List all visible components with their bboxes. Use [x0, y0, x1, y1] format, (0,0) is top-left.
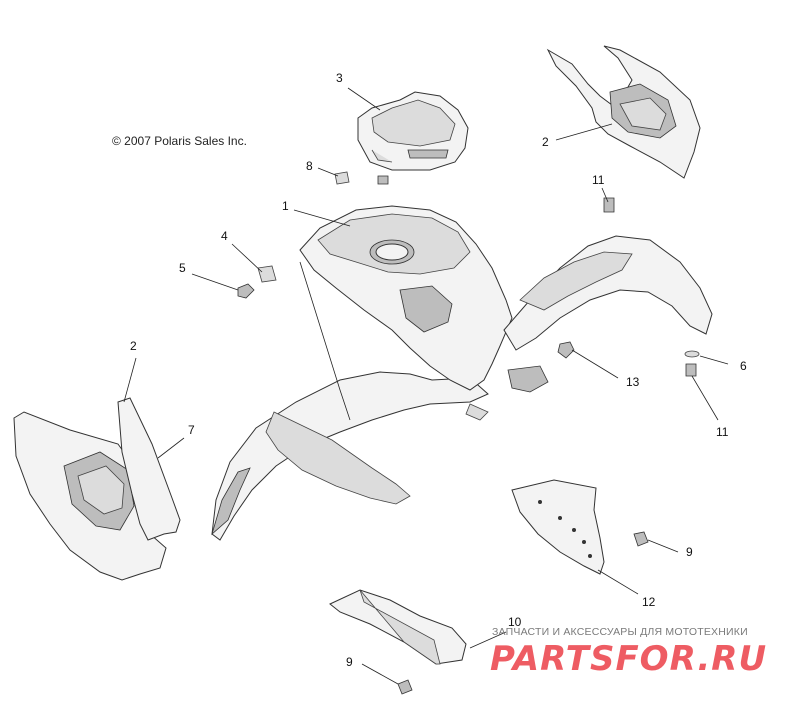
part-3-console-cover	[357, 91, 469, 185]
part-2-left-side-panel	[13, 411, 167, 581]
part-11-screw-lower	[685, 363, 697, 377]
callout-13: 13	[626, 375, 640, 389]
callout-11-top: 11	[592, 173, 605, 187]
part-5-screw	[237, 283, 255, 299]
part-12-bracket	[511, 479, 605, 575]
callout-3: 3	[336, 71, 343, 85]
callout-12: 12	[642, 595, 656, 609]
callout-2-top: 2	[542, 135, 549, 149]
copyright-notice: © 2007 Polaris Sales Inc.	[112, 134, 247, 148]
part-9-screw-bottom	[397, 679, 413, 695]
callout-5: 5	[179, 261, 186, 275]
callout-4: 4	[221, 229, 228, 243]
callout-1: 1	[282, 199, 289, 213]
watermark-logo: PARTSFOR.RU	[490, 639, 767, 678]
callout-2-left: 2	[130, 339, 137, 353]
callout-numbers: 3 8 1 2 4 5 11 6 11 13 2 7 12 9 10 9	[130, 71, 747, 669]
watermark-logo-text: PARTSFOR.RU	[490, 639, 767, 678]
watermark-caption: ЗАПЧАСТИ И АКСЕССУАРЫ ДЛЯ МОТОТЕХНИКИ	[492, 626, 748, 638]
part-7-side-trim	[117, 397, 181, 541]
callout-9-right: 9	[686, 545, 693, 559]
part-4-clip	[257, 265, 277, 283]
leader-lines	[123, 87, 729, 685]
part-2-right-side-panel	[546, 45, 701, 179]
callout-6: 6	[740, 359, 747, 373]
callout-9-bottom: 9	[346, 655, 353, 669]
callout-11-bottom: 11	[716, 425, 729, 439]
callout-7: 7	[188, 423, 195, 437]
part-10-plate	[329, 589, 467, 665]
part-9-screw-right	[633, 531, 649, 547]
part-13-push-rivet	[557, 341, 575, 359]
part-11-screw-upper	[603, 197, 615, 213]
part-1-front-body	[211, 205, 713, 541]
callout-10: 10	[508, 615, 522, 629]
part-8-decal	[334, 171, 350, 185]
callout-8: 8	[306, 159, 313, 173]
part-6-washer	[684, 350, 700, 358]
